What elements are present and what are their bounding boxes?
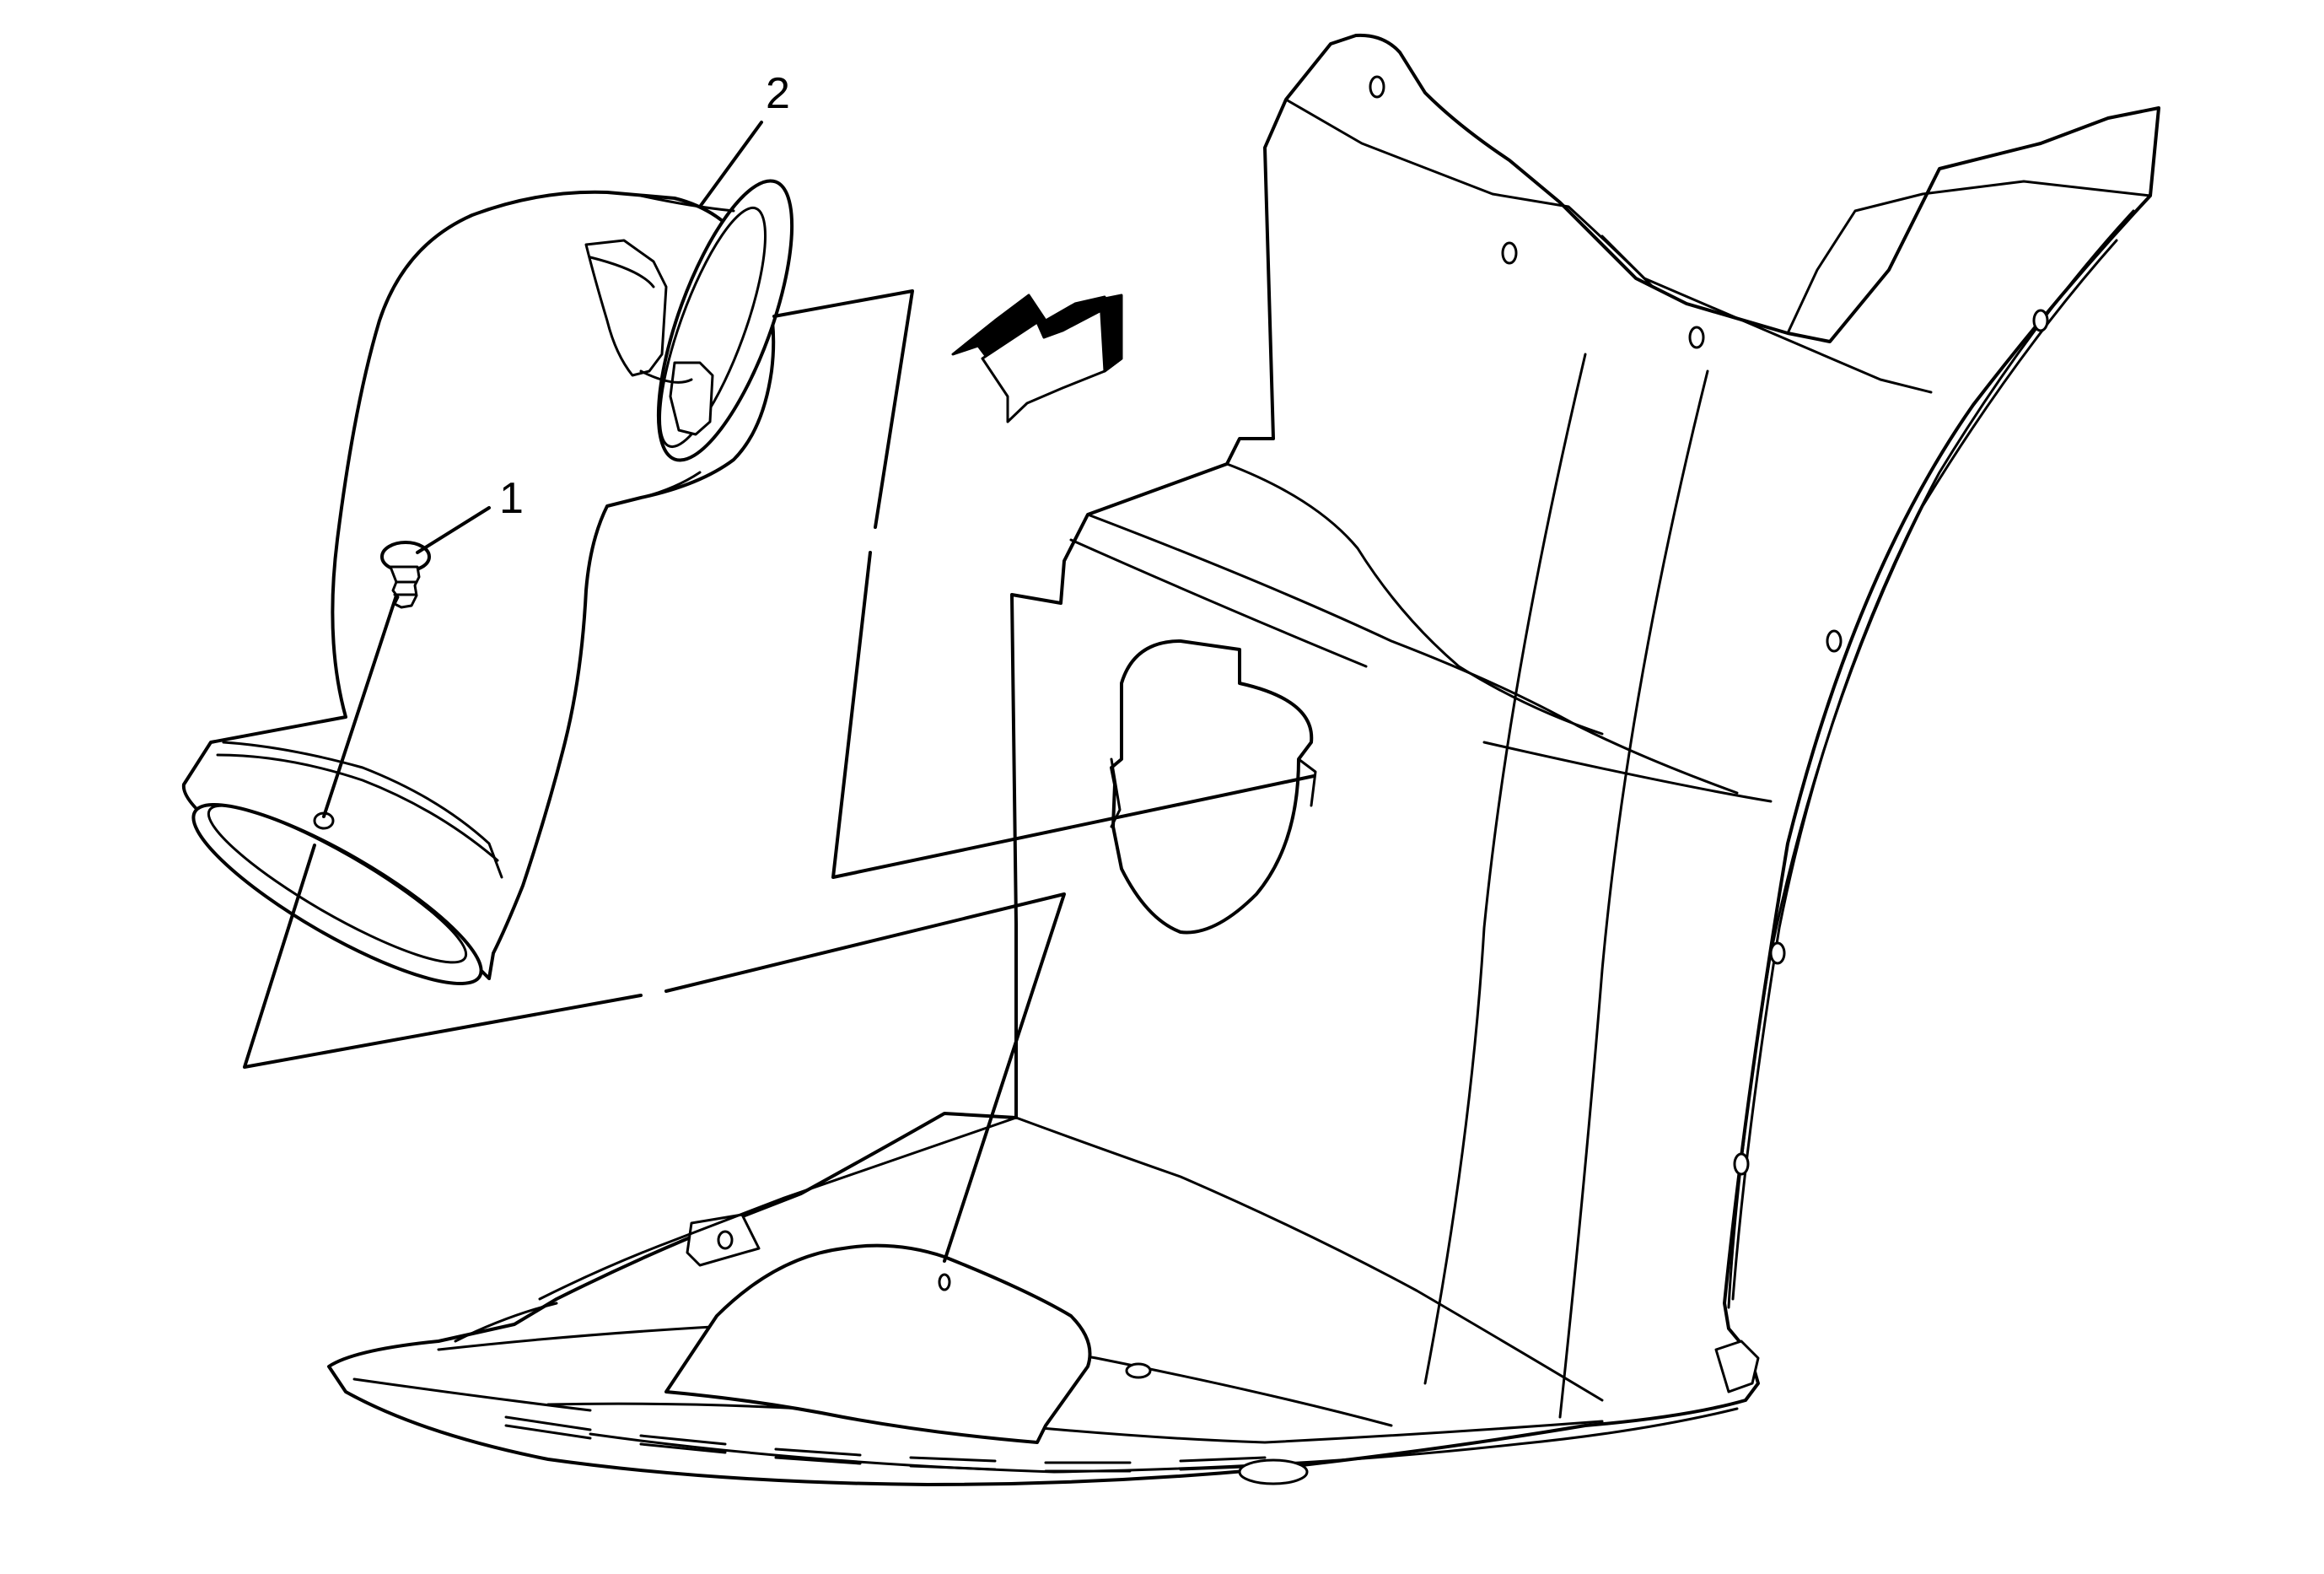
callout-2: 2 [698, 69, 790, 208]
wheelhouse-liner [327, 33, 2160, 1486]
air-duct [181, 179, 794, 985]
alignment-lines [243, 289, 1315, 1263]
push-pin-retainer [380, 541, 431, 609]
callout-label-1: 1 [499, 474, 524, 523]
callout-1: 1 [416, 474, 524, 554]
tray-vent-slots [504, 1415, 1267, 1473]
direction-arrow-icon [951, 294, 1123, 423]
callout-label-2: 2 [766, 69, 790, 118]
